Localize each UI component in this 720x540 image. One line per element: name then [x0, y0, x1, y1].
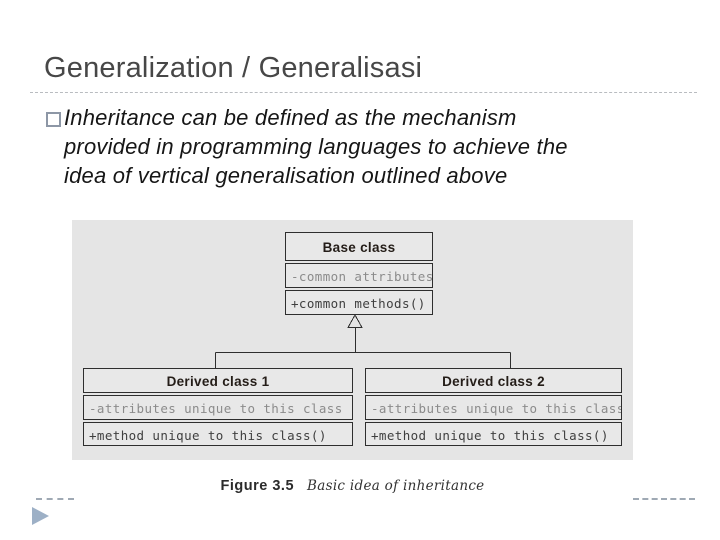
class-name: Derived class 1	[83, 368, 353, 393]
class-box-derived-1: Derived class 1 -attributes unique to th…	[83, 368, 353, 446]
bullet-line: Inheritance can be defined as the mechan…	[64, 105, 517, 130]
figure-caption-label: Figure 3.5	[220, 478, 295, 494]
bullet-line: provided in programming languages to ach…	[64, 134, 568, 159]
uml-class-diagram: Base class -common attributes +common me…	[72, 220, 633, 460]
class-name: Derived class 2	[365, 368, 622, 393]
footer-dashed-line-left	[36, 498, 74, 500]
inheritance-connector	[215, 313, 511, 369]
title-divider	[30, 92, 697, 93]
class-attributes: -attributes unique to this class	[83, 395, 353, 420]
class-name: Base class	[285, 232, 433, 261]
figure-caption-title: Basic idea of inheritance	[307, 478, 485, 494]
bullet-paragraph: Inheritance can be defined as the mechan…	[64, 103, 568, 190]
class-methods: +common methods()	[285, 290, 433, 315]
inheritance-arrow-icon	[347, 313, 363, 328]
class-attributes: -common attributes	[285, 263, 433, 288]
play-triangle-icon	[32, 507, 49, 525]
class-box-base: Base class -common attributes +common me…	[285, 232, 433, 315]
figure-caption: Figure 3.5 Basic idea of inheritance	[72, 478, 633, 502]
class-attributes: -attributes unique to this class	[365, 395, 622, 420]
class-methods: +method unique to this class()	[83, 422, 353, 446]
bullet-line: idea of vertical generalisation outlined…	[64, 163, 508, 188]
class-methods: +method unique to this class()	[365, 422, 622, 446]
bullet-square-icon	[46, 112, 61, 127]
footer-dashed-line-right	[633, 498, 695, 500]
slide-title: Generalization / Generalisasi	[44, 52, 423, 84]
inheritance-figure: Base class -common attributes +common me…	[72, 220, 633, 515]
class-box-derived-2: Derived class 2 -attributes unique to th…	[365, 368, 622, 446]
